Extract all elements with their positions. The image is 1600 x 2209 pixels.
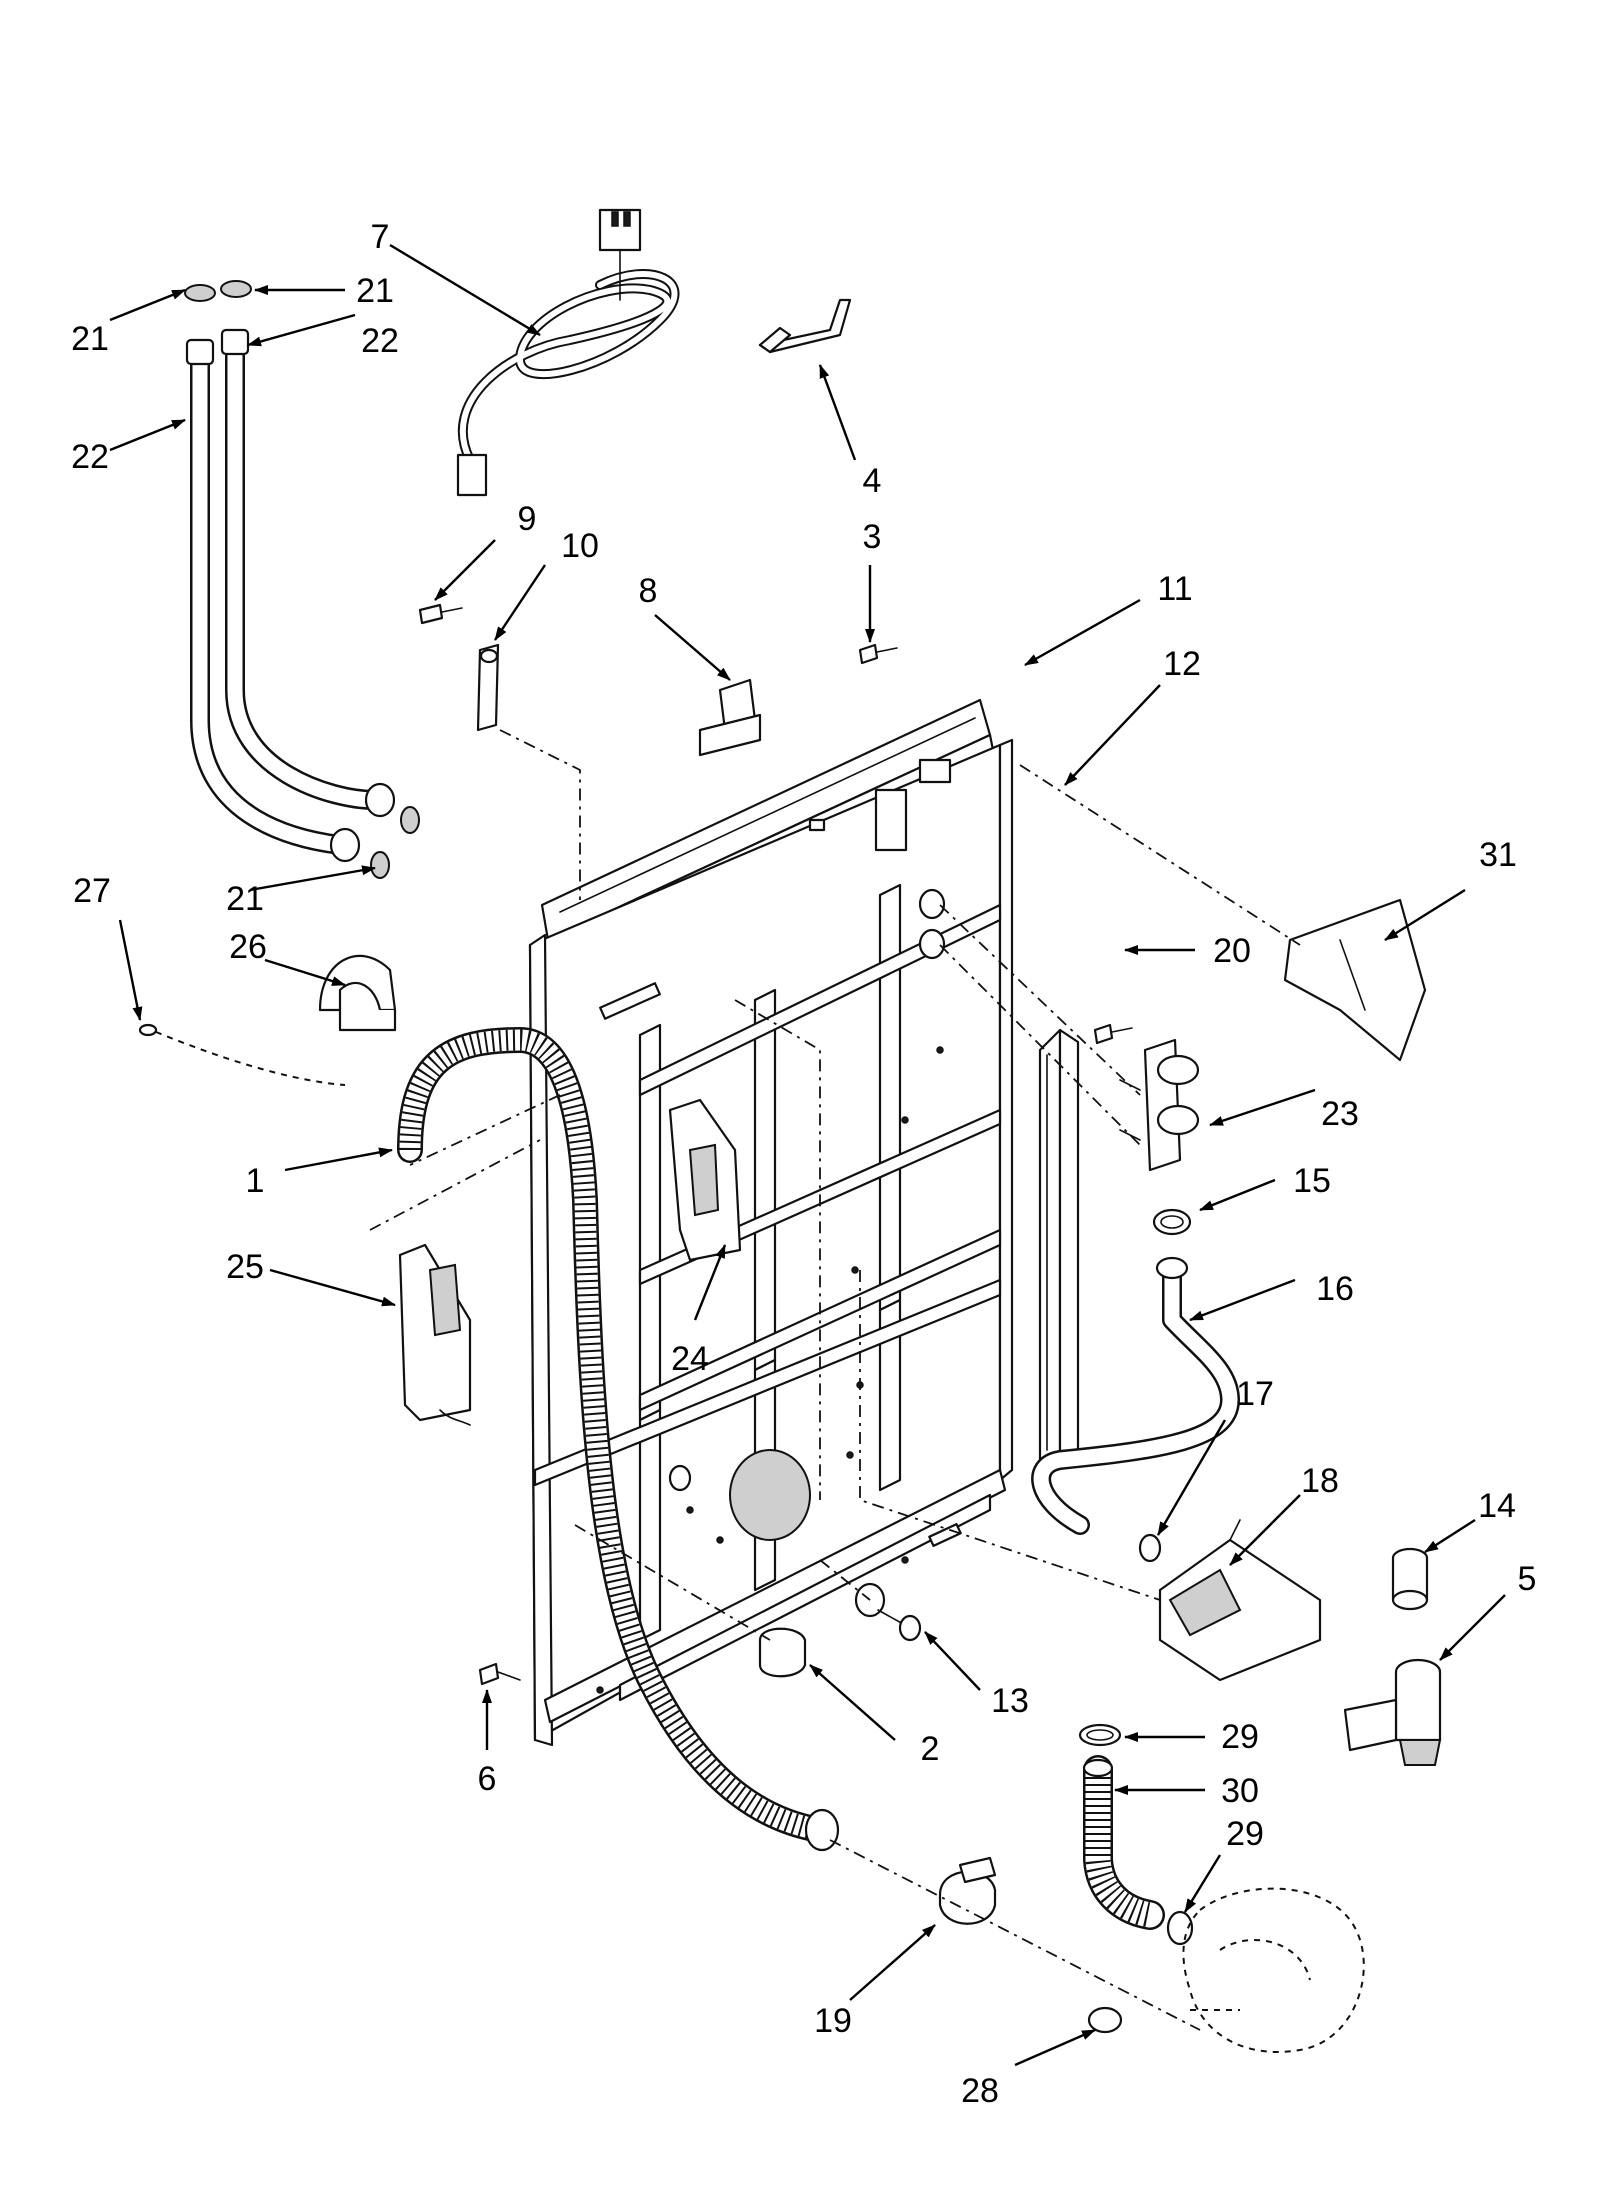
callout-6: 6: [478, 1760, 497, 1798]
fill-hoses: [185, 328, 396, 863]
callout-16: 16: [1316, 1270, 1354, 1308]
callout-11: 11: [1157, 570, 1192, 608]
callout-20: 20: [1213, 932, 1251, 970]
leader-arrows: [109, 243, 1506, 2067]
callout-9: 9: [518, 500, 537, 538]
callout-8: 8: [639, 572, 658, 610]
callout-1: 1: [246, 1162, 265, 1200]
clip: [476, 643, 500, 732]
callout-25: 25: [226, 1248, 264, 1286]
callout-5: 5: [1518, 1560, 1537, 1598]
callout-24: 24: [671, 1340, 709, 1378]
callout-2: 2: [921, 1730, 940, 1768]
callout-labels: 7 21 21 22 22 4 3 9 10 8 11 12 31 21 27 …: [71, 218, 1536, 2110]
callout-23: 23: [1321, 1095, 1359, 1133]
plug-button: [854, 1582, 922, 1642]
screws: [418, 603, 1133, 1686]
pump-clamp: [1087, 2006, 1123, 2034]
panel-clip: [698, 678, 762, 757]
rear-panel: [528, 698, 1014, 1747]
pump-hose: [1082, 1755, 1165, 1930]
callout-7: 7: [371, 218, 390, 256]
side-channel: [1038, 1028, 1080, 1462]
hose-clamp: [1152, 1208, 1192, 1236]
drain-elbow: [398, 1243, 472, 1426]
hose-guide: [318, 954, 397, 1032]
bracket: [758, 298, 852, 354]
hose-clamp-upper: [1078, 1723, 1122, 1747]
callout-30: 30: [1221, 1772, 1259, 1810]
callout-21: 21: [356, 272, 394, 310]
hose-strap: [758, 1627, 807, 1678]
callout-26: 26: [229, 928, 267, 966]
callout-29: 29: [1221, 1718, 1259, 1756]
callout-14: 14: [1478, 1487, 1516, 1525]
actuator: [668, 1098, 742, 1262]
drain-clamp: [938, 1856, 997, 1925]
capacitor: [1391, 1547, 1429, 1611]
callout-3: 3: [863, 518, 882, 556]
drain-pump: [1343, 1658, 1442, 1766]
water-valve: [1119, 1038, 1200, 1172]
inlet-hose: [1031, 1256, 1240, 1535]
callout-17: 17: [1236, 1375, 1274, 1413]
air-dome: [1158, 1519, 1322, 1682]
small-clamp: [1138, 1533, 1162, 1563]
callout-13: 13: [991, 1682, 1029, 1720]
callout-27: 27: [73, 872, 111, 910]
power-cord: [456, 208, 680, 497]
callout-19: 19: [814, 2002, 852, 2040]
water-inlet-cover: [1283, 898, 1427, 1062]
callout-12: 12: [1163, 645, 1201, 683]
tie-strap: [138, 1023, 346, 1086]
assembly-lines: [369, 729, 1301, 2031]
callout-18: 18: [1301, 1462, 1339, 1500]
callout-29: 29: [1226, 1815, 1264, 1853]
callout-15: 15: [1293, 1162, 1331, 1200]
callout-22: 22: [361, 322, 399, 360]
callout-28: 28: [961, 2072, 999, 2110]
callout-31: 31: [1479, 836, 1517, 874]
callout-21: 21: [226, 880, 264, 918]
callout-10: 10: [561, 527, 599, 565]
callout-4: 4: [863, 462, 882, 500]
callout-22: 22: [71, 438, 109, 476]
pump-outline: [1182, 1887, 1365, 2053]
callout-21: 21: [71, 320, 109, 358]
